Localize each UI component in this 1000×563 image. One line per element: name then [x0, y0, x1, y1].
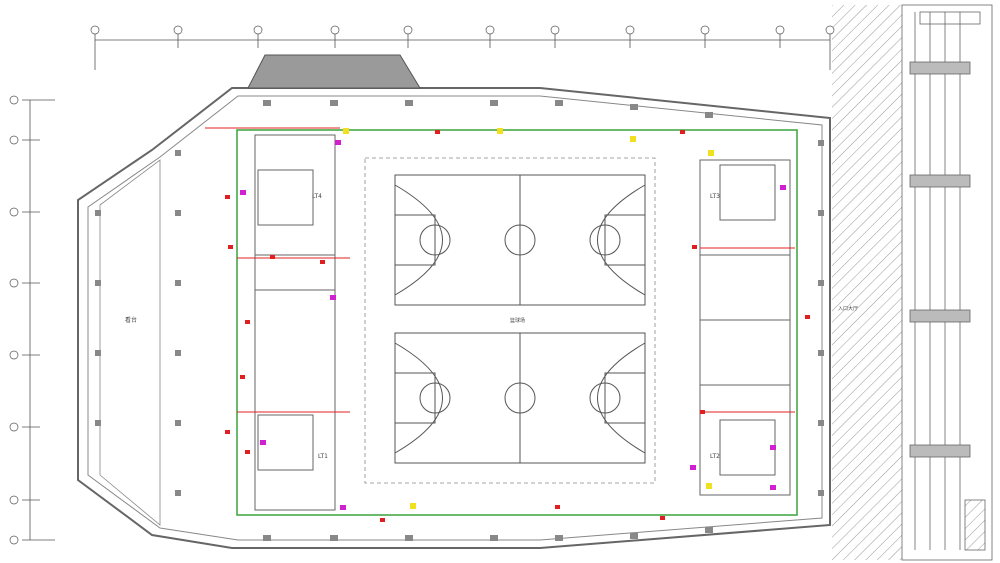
stand-label-left: 看台	[125, 316, 137, 324]
stair-label-lt2: LT2	[710, 453, 720, 460]
magenta-markers	[240, 140, 786, 510]
left-grid-bubbles	[9, 95, 19, 545]
stair-label-lt3: LT3	[710, 193, 720, 200]
basketball-court-top	[394, 174, 646, 306]
top-grid-bubbles	[90, 25, 835, 35]
entrance-canopy	[247, 54, 421, 89]
top-dimension-line	[94, 32, 831, 70]
outer-wall	[77, 87, 831, 549]
yellow-markers	[343, 128, 714, 509]
stair-label-lt1: LT1	[318, 453, 328, 460]
left-service-block	[254, 134, 336, 511]
left-stand	[99, 159, 161, 526]
inner-wall	[87, 95, 823, 541]
right-seating-stand	[901, 4, 993, 561]
basketball-court-bottom	[394, 332, 646, 464]
structural-columns	[95, 100, 824, 541]
court-label: 篮球场	[510, 317, 525, 324]
court-dashed-boundary	[364, 157, 656, 484]
stair-label-lt4: LT4	[312, 193, 322, 200]
left-dimension-line	[22, 99, 55, 541]
green-boundary	[236, 129, 798, 516]
right-hatched-zone	[832, 5, 902, 560]
entry-hall-label: 入口大厅	[838, 305, 858, 312]
right-service-block	[699, 159, 791, 496]
red-markers	[225, 130, 810, 522]
red-lines	[205, 127, 795, 413]
